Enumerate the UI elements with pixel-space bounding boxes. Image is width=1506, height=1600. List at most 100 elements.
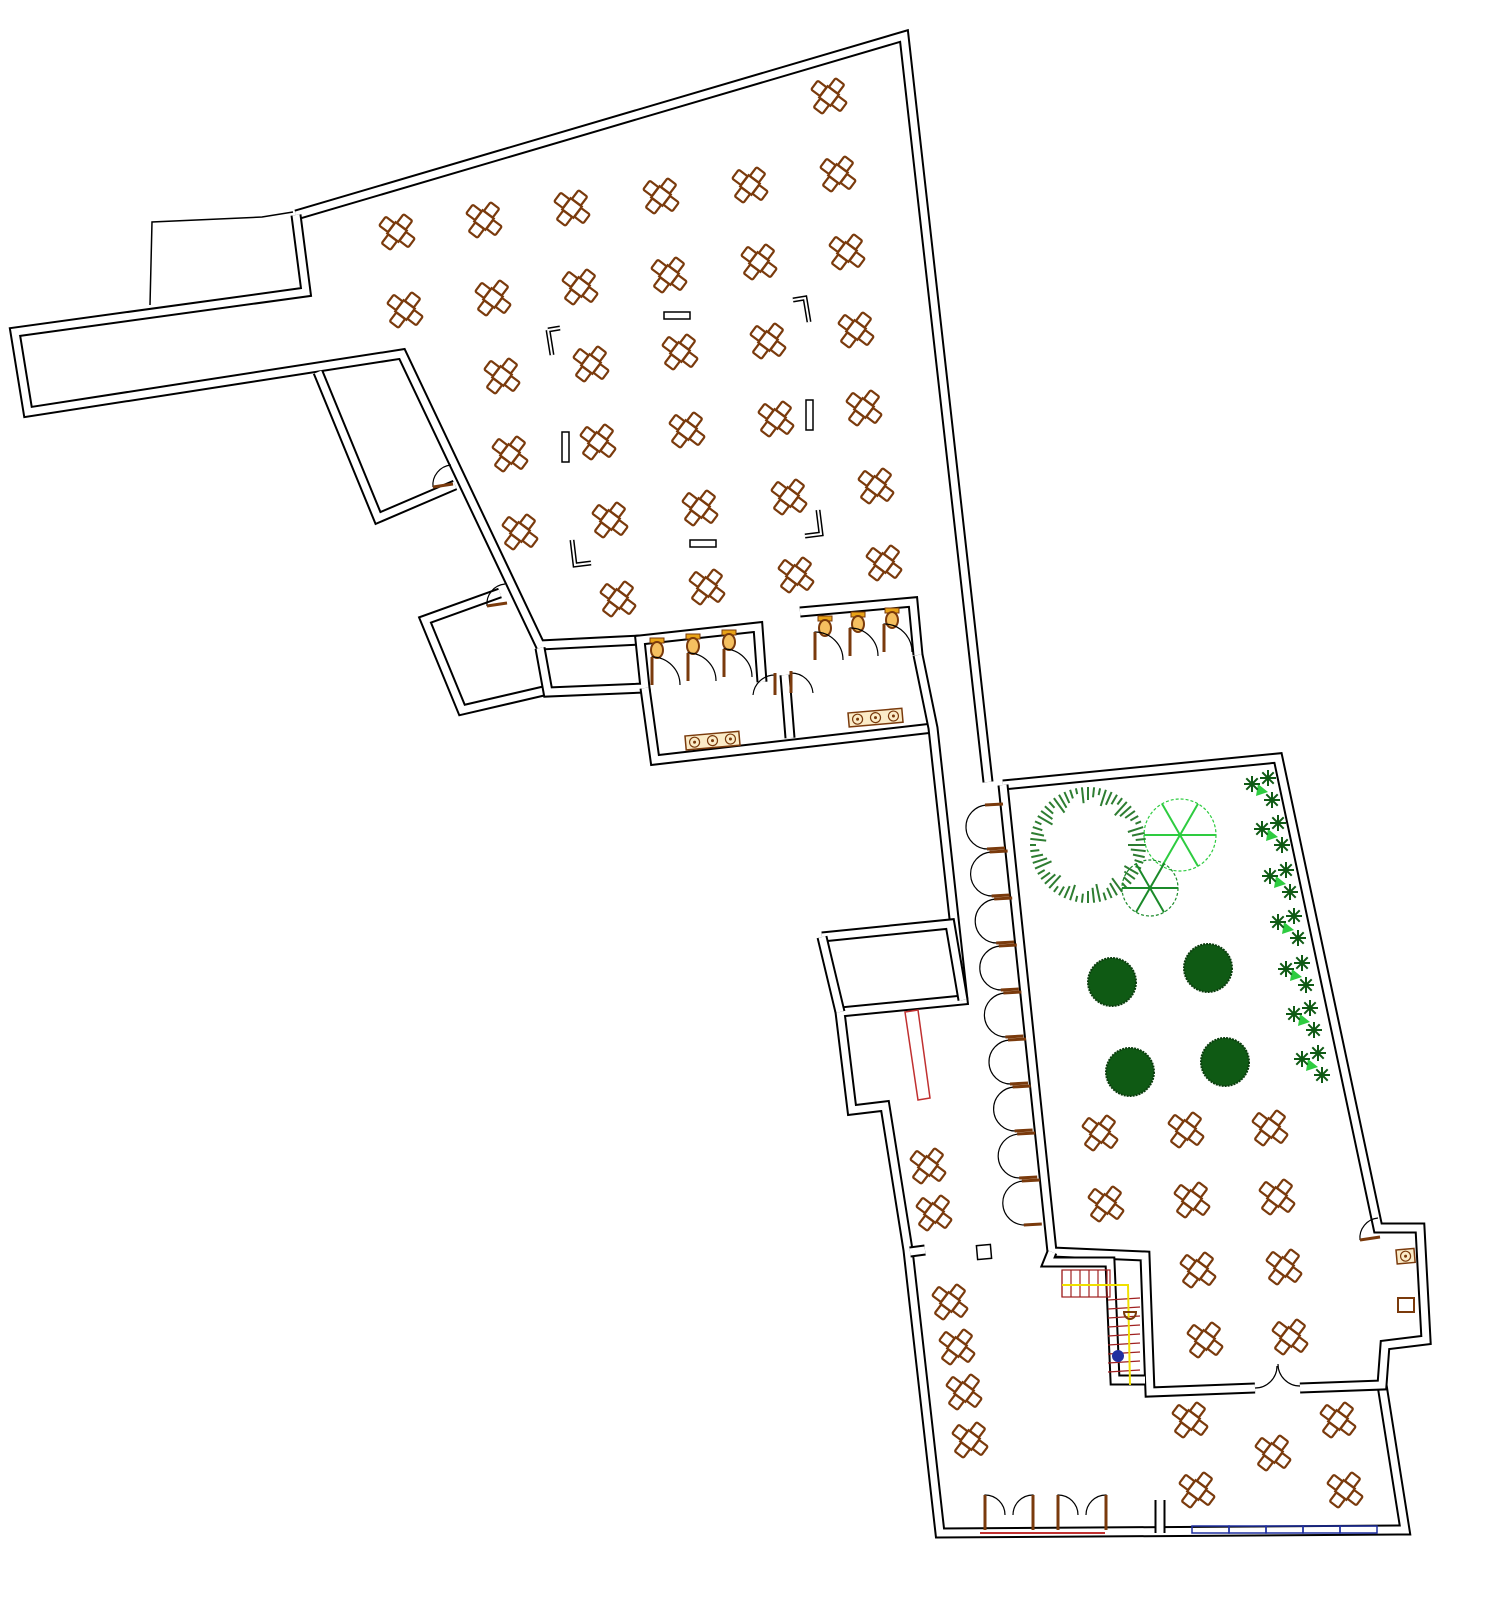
chair: [788, 478, 805, 496]
chair: [501, 516, 519, 533]
tree-canopy-stroke: [1134, 859, 1144, 864]
basin: [706, 735, 719, 747]
chair: [1189, 1341, 1206, 1359]
palm-frond: [1269, 869, 1277, 877]
tree-branch: [1161, 834, 1181, 867]
chair: [468, 221, 485, 239]
tree-canopy-stroke: [1111, 877, 1123, 893]
chair: [855, 311, 872, 329]
chair: [681, 351, 699, 368]
chair: [1107, 1203, 1125, 1220]
door-leaf: [998, 943, 1017, 948]
table-with-four-chairs-icon: [1258, 1178, 1296, 1216]
chair: [848, 251, 866, 268]
chair: [691, 588, 708, 606]
door-swing-icon: [1002, 1180, 1026, 1226]
toilet-bowl: [686, 637, 700, 655]
tree-canopy-stroke: [1130, 848, 1146, 853]
door-leaf: [1012, 1084, 1031, 1089]
chair: [653, 276, 670, 294]
door-leaf: [989, 849, 1008, 854]
chair: [671, 431, 688, 449]
chair: [1346, 1489, 1364, 1506]
chair: [797, 574, 815, 591]
chair: [670, 274, 688, 291]
palm-frond: [1297, 931, 1305, 939]
drain: [728, 737, 732, 741]
chair: [1254, 1129, 1271, 1147]
toilet-icon: [1122, 1311, 1138, 1320]
door-swing-icon: [965, 804, 990, 850]
chair: [1101, 1132, 1119, 1149]
tree-canopy-stroke: [1102, 892, 1107, 901]
chair: [1322, 1421, 1339, 1439]
shrub-icon: [1183, 943, 1233, 993]
chair: [1182, 1271, 1199, 1289]
palm-frond: [1277, 816, 1285, 824]
chair: [660, 177, 677, 195]
table-with-four-chairs-icon: [819, 155, 857, 193]
door-leaf: [1017, 1131, 1036, 1136]
shrub-icon: [1087, 957, 1137, 1007]
chair: [599, 583, 617, 600]
chair: [948, 1393, 965, 1411]
partition-screen: [663, 311, 691, 320]
tree-canopy-stroke: [1040, 871, 1051, 880]
chair: [1174, 1421, 1191, 1439]
stair-tread: [1107, 1333, 1141, 1337]
lift-icon: [1112, 1350, 1124, 1362]
chair: [1278, 1196, 1296, 1213]
tree-canopy-stroke: [1123, 865, 1139, 875]
chair: [931, 1286, 949, 1303]
palm-frond: [1281, 838, 1289, 846]
chair: [1105, 1185, 1122, 1203]
shrub-icon: [1200, 1037, 1250, 1087]
chair: [581, 286, 599, 303]
table-with-four-chairs-icon: [1179, 1251, 1217, 1289]
door-leaf: [1019, 1175, 1038, 1180]
tree-canopy-stroke: [1031, 831, 1045, 837]
tree-branch: [1149, 863, 1165, 889]
door-leaf: [1009, 1081, 1029, 1086]
chair: [681, 492, 699, 509]
chair: [406, 309, 424, 326]
chair: [519, 513, 536, 531]
chair: [579, 268, 596, 286]
chair: [934, 1303, 951, 1321]
table-with-four-chairs-icon: [579, 423, 617, 461]
chair: [1254, 1437, 1272, 1454]
tree-canopy-stroke: [1034, 820, 1042, 826]
tree-canopy-stroke: [1091, 887, 1096, 903]
basin: [851, 713, 864, 725]
chair: [1178, 1474, 1196, 1491]
door-leaf: [996, 940, 1015, 945]
chair: [813, 97, 830, 115]
chair: [619, 598, 637, 615]
tree-canopy-stroke: [1044, 873, 1056, 885]
tree-canopy-stroke: [1032, 857, 1048, 864]
chair: [509, 435, 526, 453]
door-swing-icon: [1057, 1494, 1107, 1530]
chair: [572, 348, 590, 365]
partition-screen: [805, 399, 814, 431]
tree-canopy-stroke: [1074, 788, 1079, 795]
tree-canopy-stroke: [1132, 853, 1145, 859]
table-with-four-chairs-icon: [837, 311, 875, 349]
tree-canopy-stroke: [1034, 860, 1052, 870]
palm-frond: [1293, 909, 1301, 917]
chair: [1268, 1268, 1285, 1286]
tree-canopy-stroke: [1069, 789, 1074, 799]
chair: [571, 189, 588, 207]
chair: [1191, 1419, 1209, 1436]
staircase-icon: [1061, 1269, 1141, 1386]
chair: [929, 1165, 947, 1182]
door-swing-icon: [849, 627, 879, 657]
basin: [887, 710, 900, 722]
tree-canopy-stroke: [1106, 887, 1113, 899]
chair: [1090, 1205, 1107, 1223]
chair: [1339, 1419, 1357, 1436]
table-with-four-chairs-icon: [931, 1283, 969, 1321]
chair: [770, 481, 788, 498]
palm-icon: [1270, 908, 1306, 946]
table-with-four-chairs-icon: [650, 256, 688, 294]
